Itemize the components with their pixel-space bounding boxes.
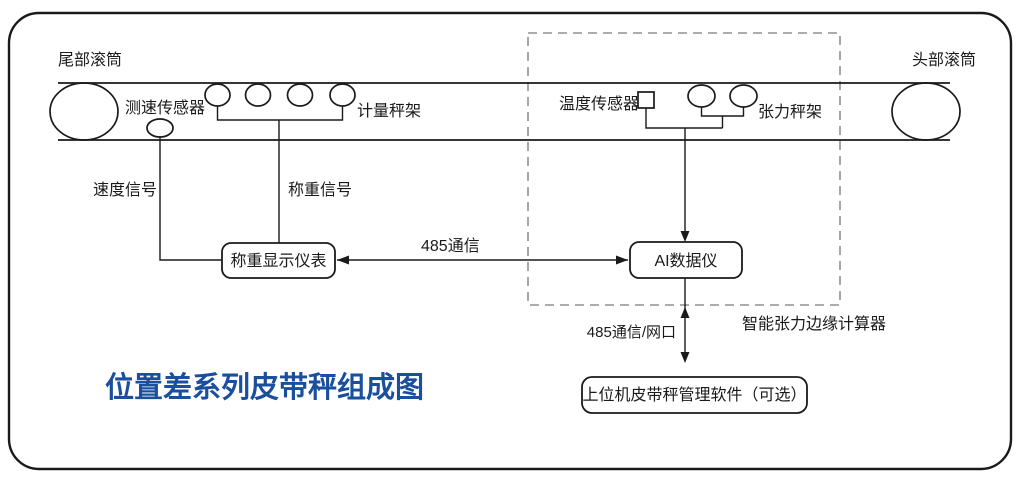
temperature-sensor-square xyxy=(637,91,655,109)
comm-485-port-label: 485通信/网口 xyxy=(587,324,676,341)
arrowhead-up-485-port xyxy=(680,307,690,318)
outer-border xyxy=(7,11,1013,471)
head-pulley-circle xyxy=(891,82,961,141)
temperature-sensor-label: 温度传感器 xyxy=(559,95,639,113)
weighing-display-label: 称重显示仪表 xyxy=(230,252,326,270)
arrowhead-down-485-port xyxy=(680,352,690,363)
metering-idler-3 xyxy=(286,83,314,107)
arrowhead-left-485 xyxy=(337,255,349,265)
diagram-title: 位置差系列皮带秤组成图 xyxy=(105,370,424,404)
arrowhead-right-485 xyxy=(616,255,628,265)
edge-computer-dashed-boundary xyxy=(527,32,841,306)
tension-idler-2 xyxy=(729,84,758,108)
metering-idler-4 xyxy=(329,83,356,107)
weighing-display-box xyxy=(221,242,336,279)
weighing-signal-label: 称重信号 xyxy=(288,181,352,199)
edge-computer-label: 智能张力边缘计算器 xyxy=(742,314,886,333)
host-software-box xyxy=(581,376,808,414)
tension-frame-label: 张力秤架 xyxy=(758,103,822,121)
tension-idler-1 xyxy=(687,84,716,108)
ai-data-unit-label: AI数据仪 xyxy=(654,252,717,270)
head-roller-label: 头部滚筒 xyxy=(912,51,976,69)
tail-pulley-circle xyxy=(49,82,119,141)
speed-signal-line xyxy=(159,137,222,261)
speed-signal-label: 速度信号 xyxy=(93,181,157,199)
metering-idler-2 xyxy=(244,83,272,107)
host-software-label: 上位机皮带秤管理软件（可选） xyxy=(582,386,806,404)
comm-485-label: 485通信 xyxy=(421,237,480,255)
metering-bracket xyxy=(216,106,344,121)
metering-frame-label: 计量秤架 xyxy=(357,102,421,120)
speed-sensor-circle xyxy=(146,118,174,138)
arrowhead-into-ai-box xyxy=(680,231,690,242)
tension-bracket xyxy=(645,107,745,129)
tail-roller-label: 尾部滚筒 xyxy=(58,51,122,69)
metering-idler-1 xyxy=(204,83,231,107)
ai-data-unit-box xyxy=(629,241,743,279)
speed-sensor-label: 测速传感器 xyxy=(125,99,205,117)
